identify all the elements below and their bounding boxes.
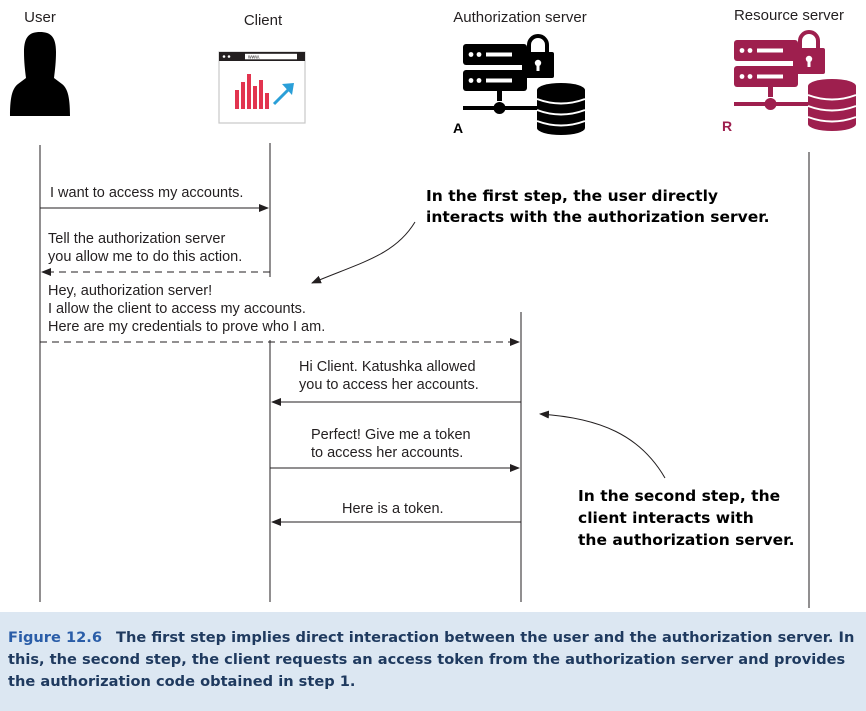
message-label: Hi Client. Katushka allowed — [299, 359, 476, 375]
authorization-server-badge: A — [453, 120, 463, 136]
message-label: I allow the client to access my accounts… — [48, 301, 306, 317]
annotation-note: In the second step, the — [578, 487, 780, 505]
message-label: you to access her accounts. — [299, 377, 479, 393]
browser-analytics-icon: www. — [218, 51, 306, 124]
message-label: I want to access my accounts. — [50, 185, 243, 201]
message-label: Tell the authorization server — [48, 231, 225, 247]
user-silhouette-icon — [10, 32, 70, 116]
annotation-note: the authorization server. — [578, 531, 795, 549]
resource-server-badge: R — [722, 118, 732, 134]
server-lock-database-icon — [463, 34, 586, 135]
annotation-note: interacts with the authorization server. — [426, 208, 770, 226]
message-label: to access her accounts. — [311, 445, 463, 461]
message-label: Hey, authorization server! — [48, 283, 212, 299]
figure-label: Figure 12.6 — [8, 629, 102, 646]
actor-label-user: User — [24, 9, 56, 26]
actor-label-client: Client — [244, 12, 283, 29]
message-label: Here is a token. — [342, 501, 444, 517]
actor-label-resource-server: Resource server — [734, 7, 844, 24]
browser-url-text: www. — [248, 55, 260, 61]
annotation-note: client interacts with — [578, 509, 754, 527]
server-lock-database-icon — [734, 30, 857, 131]
caption-text: The first step implies direct interactio… — [8, 629, 855, 690]
actor-label-authorization-server: Authorization server — [453, 9, 586, 26]
annotation-note: In the first step, the user directly — [426, 187, 718, 205]
message-label: you allow me to do this action. — [48, 249, 242, 265]
message-label: Perfect! Give me a token — [311, 427, 471, 443]
message-label: Here are my credentials to prove who I a… — [48, 319, 325, 335]
annotation-connector — [311, 221, 416, 284]
annotation-connector — [539, 410, 666, 479]
